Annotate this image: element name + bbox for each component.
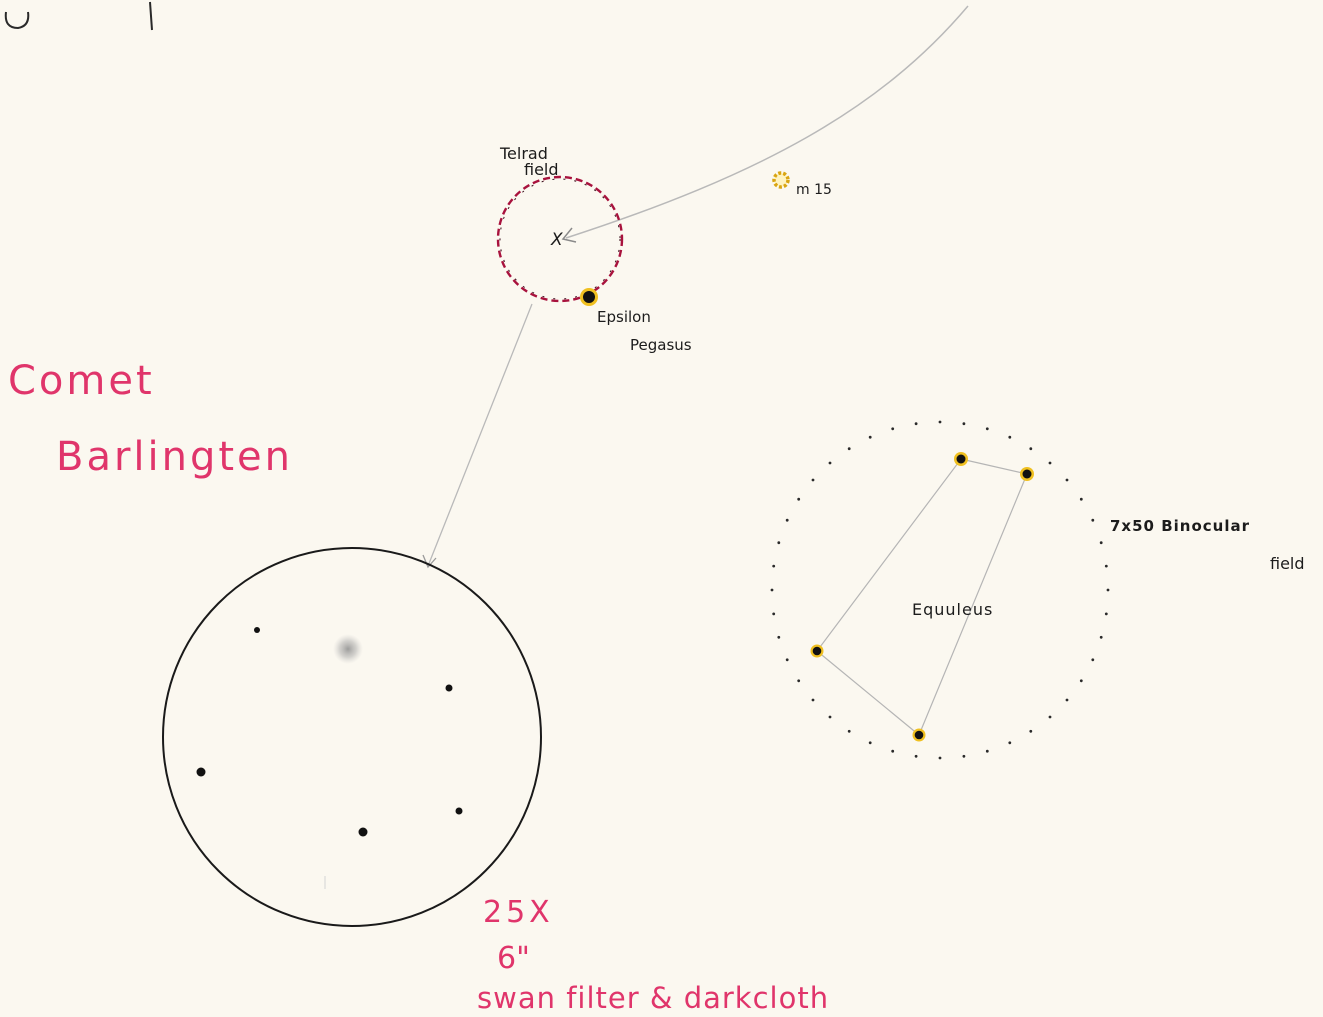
binocular-field-dot [868, 435, 872, 439]
telrad-to-eyepiece-line [427, 303, 533, 567]
edge-scribble [4, 1, 153, 31]
binocular-field-dot [891, 749, 895, 753]
binocular-field-dot [938, 420, 942, 424]
binocular-field-dot [1099, 541, 1103, 545]
binocular-field-dot [847, 729, 851, 733]
m15-cluster-icon [772, 171, 790, 189]
binocular-field-dot [777, 635, 781, 639]
binocular-field-dot [1099, 635, 1103, 639]
comet-coma [333, 634, 363, 664]
equuleus-star-core [812, 646, 822, 656]
binocular-field-dot [777, 541, 781, 545]
m15-label: m 15 [796, 182, 832, 198]
binocular-field-dot [1008, 741, 1012, 745]
epsilon-pegasi-core [583, 291, 595, 303]
epsilon-label-line1: Epsilon [597, 308, 651, 326]
eyepiece-stars [196, 627, 463, 837]
filter-notes: swan filter & darkcloth [477, 981, 829, 1015]
eyepiece-field-circle [162, 547, 542, 927]
magnification-label: 25X [483, 895, 554, 930]
binocular-field-dot [962, 754, 966, 758]
binocular-field-dot [770, 588, 774, 592]
binocular-field-dot [828, 461, 832, 465]
field-star [358, 827, 368, 837]
binocular-field-dot [914, 754, 918, 758]
binocular-field-dot [772, 612, 776, 616]
telrad-label-line2: field [524, 160, 559, 179]
equuleus-star-core [1022, 469, 1032, 479]
telrad-circle-inner [499, 178, 621, 300]
binocular-field-dot [1104, 612, 1108, 616]
aperture-label: 6" [497, 941, 530, 976]
field-star [196, 767, 206, 777]
binocular-field-dot [797, 497, 801, 501]
binocular-field-dot [938, 756, 942, 760]
binocular-field-dot [1008, 435, 1012, 439]
binocular-field-dot [1048, 461, 1052, 465]
binocular-field-dot [1048, 715, 1052, 719]
field-star [455, 807, 463, 815]
equuleus-outline [816, 458, 1028, 736]
telrad-center-mark: X [550, 230, 563, 250]
binocular-field-dot [962, 422, 966, 426]
field-star [254, 627, 260, 633]
binocular-field-dot [1079, 497, 1083, 501]
binocular-label-line2: field [1270, 554, 1305, 573]
binocular-field-dot [847, 447, 851, 451]
binocular-field-dot [985, 749, 989, 753]
binocular-field-dot [1106, 588, 1110, 592]
binocular-field-dot [914, 422, 918, 426]
equuleus-stars [810, 452, 1034, 742]
telrad-label-line1: Telrad [499, 144, 548, 163]
telrad-circle [496, 175, 624, 303]
binocular-field-dot [1065, 698, 1069, 702]
equuleus-star-core [914, 730, 924, 740]
binocular-field-dot [772, 564, 776, 568]
binocular-field-dot [828, 715, 832, 719]
binocular-field-dot [1091, 518, 1095, 522]
binocular-field-dot [1104, 564, 1108, 568]
pointing-arc [565, 5, 969, 239]
field-star [445, 684, 453, 692]
binocular-field-dot [1029, 729, 1033, 733]
line-arrowhead [422, 554, 437, 569]
binocular-field-ring [770, 420, 1110, 760]
equuleus-star-core [956, 454, 966, 464]
equuleus-label: Equuleus [912, 600, 993, 619]
binocular-field-dot [811, 478, 815, 482]
binocular-field-dot [985, 427, 989, 431]
binocular-label-line1: 7x50 Binocular [1110, 517, 1250, 535]
comet-title-line2: Barlingten [56, 434, 293, 480]
binocular-field-dot [1079, 679, 1083, 683]
epsilon-label-line2: Pegasus [630, 336, 692, 354]
binocular-field-dot [891, 427, 895, 431]
comet-title-line1: Comet [8, 358, 155, 404]
binocular-field-dot [811, 698, 815, 702]
binocular-field-dot [785, 518, 789, 522]
arc-arrowhead [561, 227, 577, 243]
binocular-field-dot [868, 741, 872, 745]
binocular-field-dot [785, 658, 789, 662]
binocular-field-dot [1029, 447, 1033, 451]
binocular-field-dot [1065, 478, 1069, 482]
binocular-field-dot [1091, 658, 1095, 662]
binocular-field-dot [797, 679, 801, 683]
